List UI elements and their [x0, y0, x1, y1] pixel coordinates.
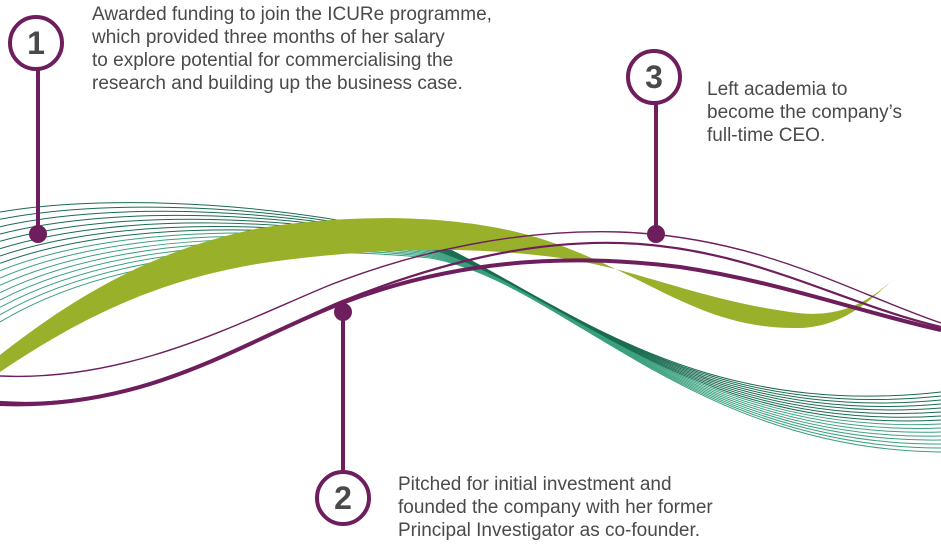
- green-wave-line: [0, 235, 941, 429]
- marker-dot-1: [29, 225, 47, 243]
- step-3-line: full-time CEO.: [707, 125, 826, 146]
- green-wave-line: [0, 238, 941, 433]
- green-wave-lines: [0, 202, 941, 453]
- step-1-number: 1: [27, 24, 45, 61]
- green-wave-line: [0, 222, 941, 414]
- marker-dot-3: [647, 225, 665, 243]
- step-3-description: Left academia to become the company’s fu…: [707, 78, 902, 147]
- step-1-line: to explore potential for commercialising…: [92, 50, 454, 71]
- green-wave-line: [0, 218, 941, 411]
- marker-dot-2: [334, 303, 352, 321]
- step-2-description: Pitched for initial investment and found…: [398, 473, 713, 542]
- step-2-number: 2: [334, 479, 352, 516]
- green-wave-line: [0, 232, 941, 426]
- purple-line-upper: [0, 231, 941, 378]
- step-1-line: research and building up the business ca…: [92, 73, 463, 94]
- olive-ribbon: [0, 218, 895, 372]
- purple-line-thick: [0, 258, 941, 407]
- step-3-line: become the company’s: [707, 102, 903, 123]
- green-wave-line: [0, 241, 941, 437]
- step-3-badge: 3: [626, 49, 682, 105]
- green-wave-line: [0, 246, 941, 445]
- step-3-number: 3: [645, 58, 663, 95]
- green-wave-line: [0, 249, 941, 449]
- step-2-line: Pitched for initial investment and: [398, 474, 672, 495]
- step-1-line: Awarded funding to join the ICURe progra…: [92, 4, 492, 25]
- step-1-badge: 1: [8, 15, 64, 71]
- step-3-line: Left academia to: [707, 79, 848, 100]
- step-1-line: which provided three months of her salar…: [92, 27, 445, 48]
- green-wave-line: [0, 225, 941, 418]
- step-2-line: Principal Investigator as co-founder.: [398, 520, 701, 541]
- step-1-description: Awarded funding to join the ICURe progra…: [92, 3, 492, 95]
- step-2-line: founded the company with her former: [398, 497, 713, 518]
- green-wave-line: [0, 229, 941, 422]
- green-wave-line: [0, 244, 941, 441]
- step-2-badge: 2: [315, 470, 371, 526]
